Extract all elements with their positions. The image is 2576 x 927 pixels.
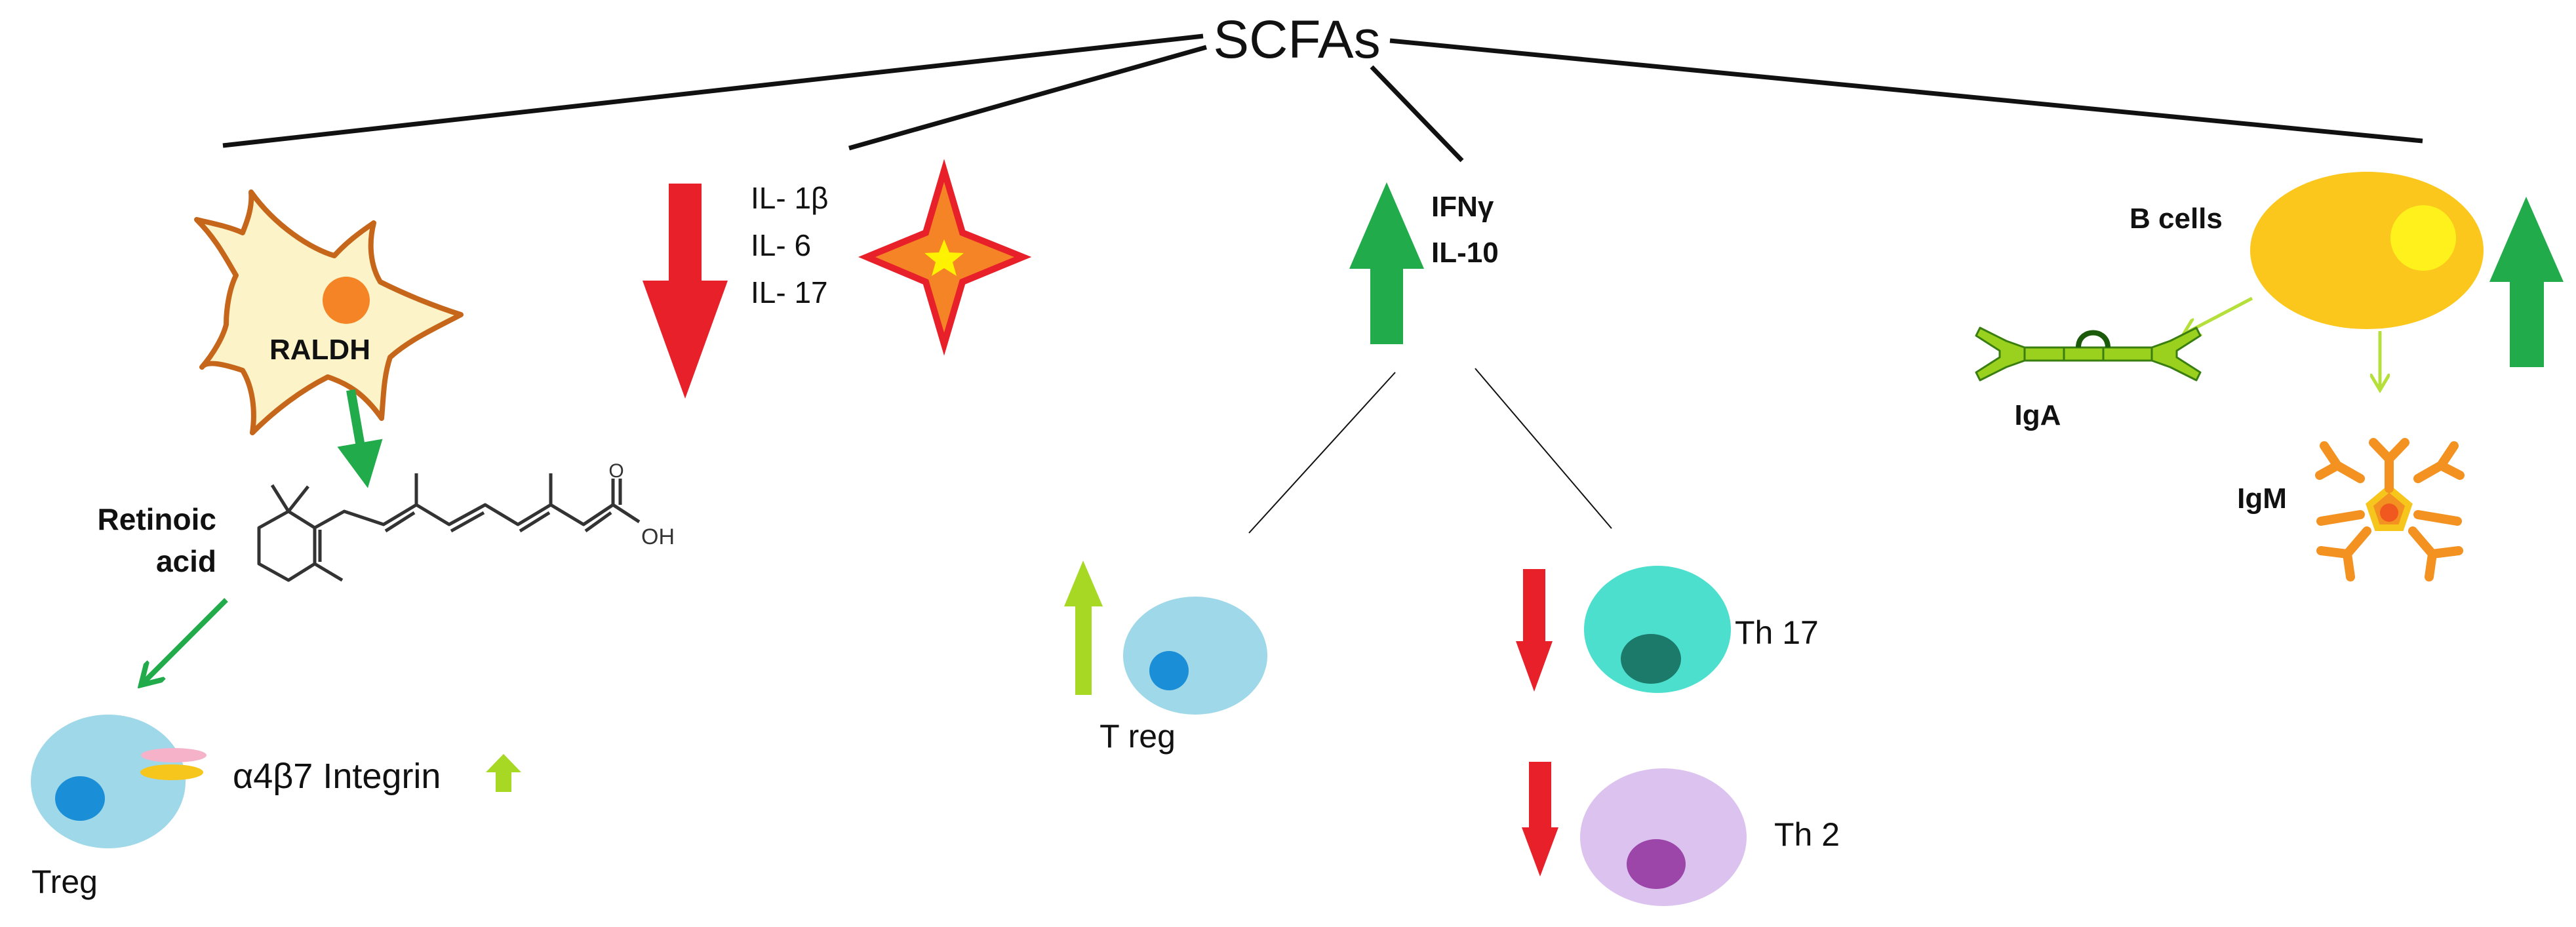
inflammation-star-icon bbox=[858, 159, 1032, 356]
th2-cell-body bbox=[1580, 768, 1747, 906]
treg-center-label: T reg bbox=[1100, 718, 1176, 755]
th2-down-arrow bbox=[1522, 762, 1558, 877]
retinoic-acid-oh-label: OH bbox=[641, 524, 675, 549]
th17-down-arrow bbox=[1516, 569, 1553, 692]
line-to-b-cells bbox=[1389, 38, 2423, 144]
connector-lines bbox=[222, 33, 2423, 163]
integrin-yellow-subunit bbox=[140, 764, 203, 780]
b-cell bbox=[2250, 172, 2484, 329]
treg-cell-nucleus bbox=[55, 776, 105, 821]
cytokine-il6: IL- 6 bbox=[751, 228, 811, 262]
treg-center-body bbox=[1123, 597, 1267, 715]
th17-cell-nucleus bbox=[1621, 634, 1681, 684]
title-scfas: SCFAs bbox=[1213, 10, 1380, 69]
th17-label: Th 17 bbox=[1735, 614, 1819, 651]
integrin-pink-subunit bbox=[141, 748, 207, 762]
t-cell-split-lines bbox=[1248, 368, 1612, 534]
retinoic-acid-label-2: acid bbox=[156, 544, 216, 578]
th17-cell bbox=[1584, 566, 1731, 693]
igm-antibody-icon bbox=[2315, 438, 2465, 582]
th2-cell bbox=[1580, 768, 1747, 906]
th2-label: Th 2 bbox=[1774, 816, 1840, 853]
igm-label: IgM bbox=[2237, 483, 2287, 515]
raldh-label: RALDH bbox=[269, 334, 370, 366]
treg-cell-left bbox=[31, 715, 207, 848]
b-cells-label: B cells bbox=[2130, 203, 2223, 235]
integrin-label: α4β7 Integrin bbox=[233, 757, 441, 796]
iga-antibody-icon bbox=[1975, 326, 2202, 382]
b-cells-up-arrow bbox=[2489, 197, 2564, 367]
cytokines-down-arrow bbox=[643, 184, 728, 399]
b-cell-nucleus bbox=[2390, 205, 2456, 271]
treg-up-arrow bbox=[1064, 561, 1103, 695]
cytokine-il10: IL-10 bbox=[1431, 237, 1499, 269]
th17-cell-body bbox=[1584, 566, 1731, 693]
dendritic-cell-nucleus bbox=[323, 277, 370, 324]
treg-cell-center bbox=[1123, 597, 1267, 715]
treg-center-nucleus bbox=[1149, 651, 1189, 690]
dc-to-retinoic-arrow bbox=[337, 389, 383, 488]
retinoic-acid-label-1: Retinoic bbox=[98, 502, 216, 536]
line-to-cytokines-up bbox=[1370, 65, 1464, 163]
retinoic-acid-structure bbox=[257, 473, 641, 582]
line-to-cytokines-down bbox=[848, 45, 1207, 151]
line-to-th-branch bbox=[1475, 368, 1612, 529]
line-to-dendritic bbox=[222, 33, 1204, 148]
iga-label: IgA bbox=[2015, 399, 2061, 431]
treg-cell-body bbox=[31, 715, 186, 848]
integrin-up-arrow bbox=[486, 754, 521, 792]
cytokine-ifng: IFNγ bbox=[1431, 191, 1494, 223]
th2-cell-nucleus bbox=[1627, 839, 1686, 889]
dendritic-cell: RALDH bbox=[194, 189, 464, 435]
cytokines-up-arrow bbox=[1349, 182, 1424, 344]
retinoic-acid-o-label: O bbox=[608, 460, 624, 482]
cytokine-il1b: IL- 1β bbox=[751, 181, 829, 215]
treg-left-label: Treg bbox=[31, 863, 98, 900]
line-to-treg-branch bbox=[1248, 372, 1396, 534]
retinoic-to-treg-arrow bbox=[141, 598, 228, 685]
cytokine-il17: IL- 17 bbox=[751, 275, 828, 309]
